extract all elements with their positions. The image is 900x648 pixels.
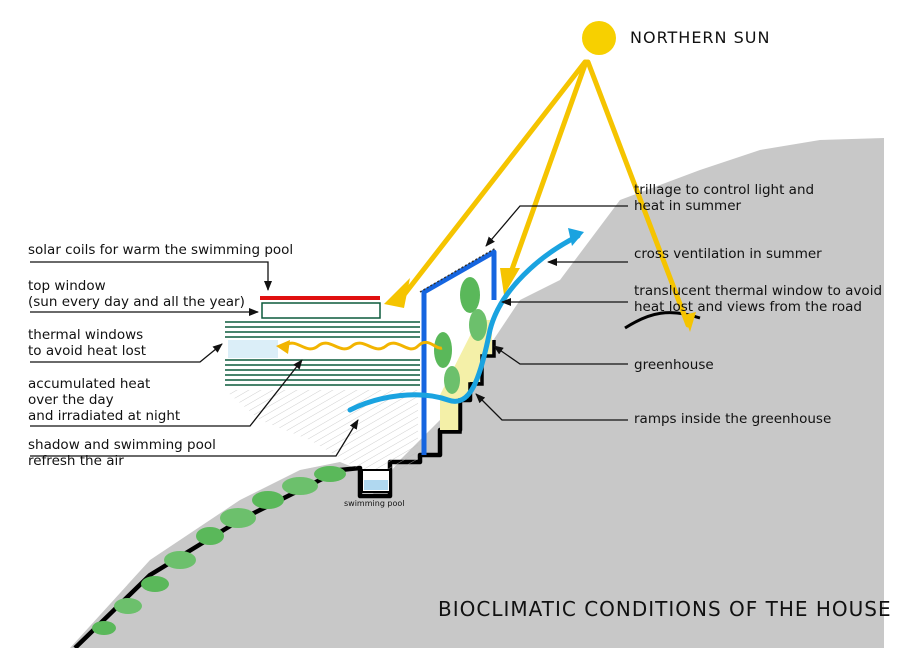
swimming-pool: swimming pool: [344, 469, 405, 508]
sun-ray-arrowhead-2: [500, 268, 520, 295]
cross-ventilation-arrow: [347, 233, 581, 413]
label-trillage-2: heat in summer: [634, 198, 742, 214]
sun-ray-arrowhead-3: [684, 312, 696, 332]
trellis: [419, 247, 497, 293]
left-labels: solar coils for warm the swimming pool t…: [28, 242, 359, 469]
lower-slope: [70, 360, 884, 648]
shadow-hatch: [225, 390, 418, 470]
label-solar-coils: solar coils for warm the swimming pool: [28, 242, 293, 258]
leader-thermal-windows: [30, 343, 223, 363]
label-greenhouse: greenhouse: [634, 357, 714, 373]
solar-coils: [260, 296, 380, 300]
house: [225, 247, 497, 455]
leader-shadow: [30, 419, 359, 457]
heat-flow-arrow: [283, 340, 443, 351]
greenhouse-trees: [434, 277, 487, 394]
right-labels: trillage to control light and heat in su…: [475, 182, 882, 427]
label-shadow-1: shadow and swimming pool: [28, 437, 216, 453]
label-accumulated-2: over the day: [28, 392, 114, 408]
label-ramps: ramps inside the greenhouse: [634, 411, 831, 427]
label-translucent-2: heat lost and views from the road: [634, 299, 862, 315]
label-top-window-2: (sun every day and all the year): [28, 294, 245, 310]
label-thermal-windows-1: thermal windows: [28, 327, 143, 343]
sun-icon: [582, 21, 616, 55]
label-translucent-1: translucent thermal window to avoid: [634, 283, 882, 299]
label-accumulated-3: and irradiated at night: [28, 408, 180, 424]
road-bank: [560, 290, 884, 382]
leader-ramps: [475, 393, 628, 421]
terrain: [70, 138, 884, 648]
vegetation: [92, 466, 346, 635]
top-window: [261, 302, 381, 319]
label-shadow-2: refresh the air: [28, 453, 124, 469]
sun-rays: [397, 59, 691, 328]
ventilation-arrowhead: [568, 228, 584, 246]
label-cross-ventilation: cross ventilation in summer: [634, 246, 822, 262]
greenhouse: [440, 320, 492, 455]
leader-greenhouse: [493, 345, 628, 365]
diagram-title: BIOCLIMATIC CONDITIONS OF THE HOUSE: [438, 597, 892, 621]
sun-label: NORTHERN SUN: [630, 28, 770, 47]
heat-arrowhead: [276, 340, 290, 354]
label-thermal-windows-2: to avoid heat lost: [28, 343, 146, 359]
label-trillage-1: trillage to control light and: [634, 182, 814, 198]
label-accumulated-1: accumulated heat: [28, 376, 150, 392]
pool-label: swimming pool: [344, 499, 405, 508]
leader-accumulated: [30, 359, 303, 427]
greenhouse-frame: [421, 249, 497, 455]
leader-trillage: [485, 205, 628, 247]
leader-solar-coils: [30, 261, 272, 291]
thermal-windows: [225, 318, 420, 388]
sun-ray-arrowhead-1: [384, 278, 410, 308]
label-top-window-1: top window: [28, 278, 106, 294]
